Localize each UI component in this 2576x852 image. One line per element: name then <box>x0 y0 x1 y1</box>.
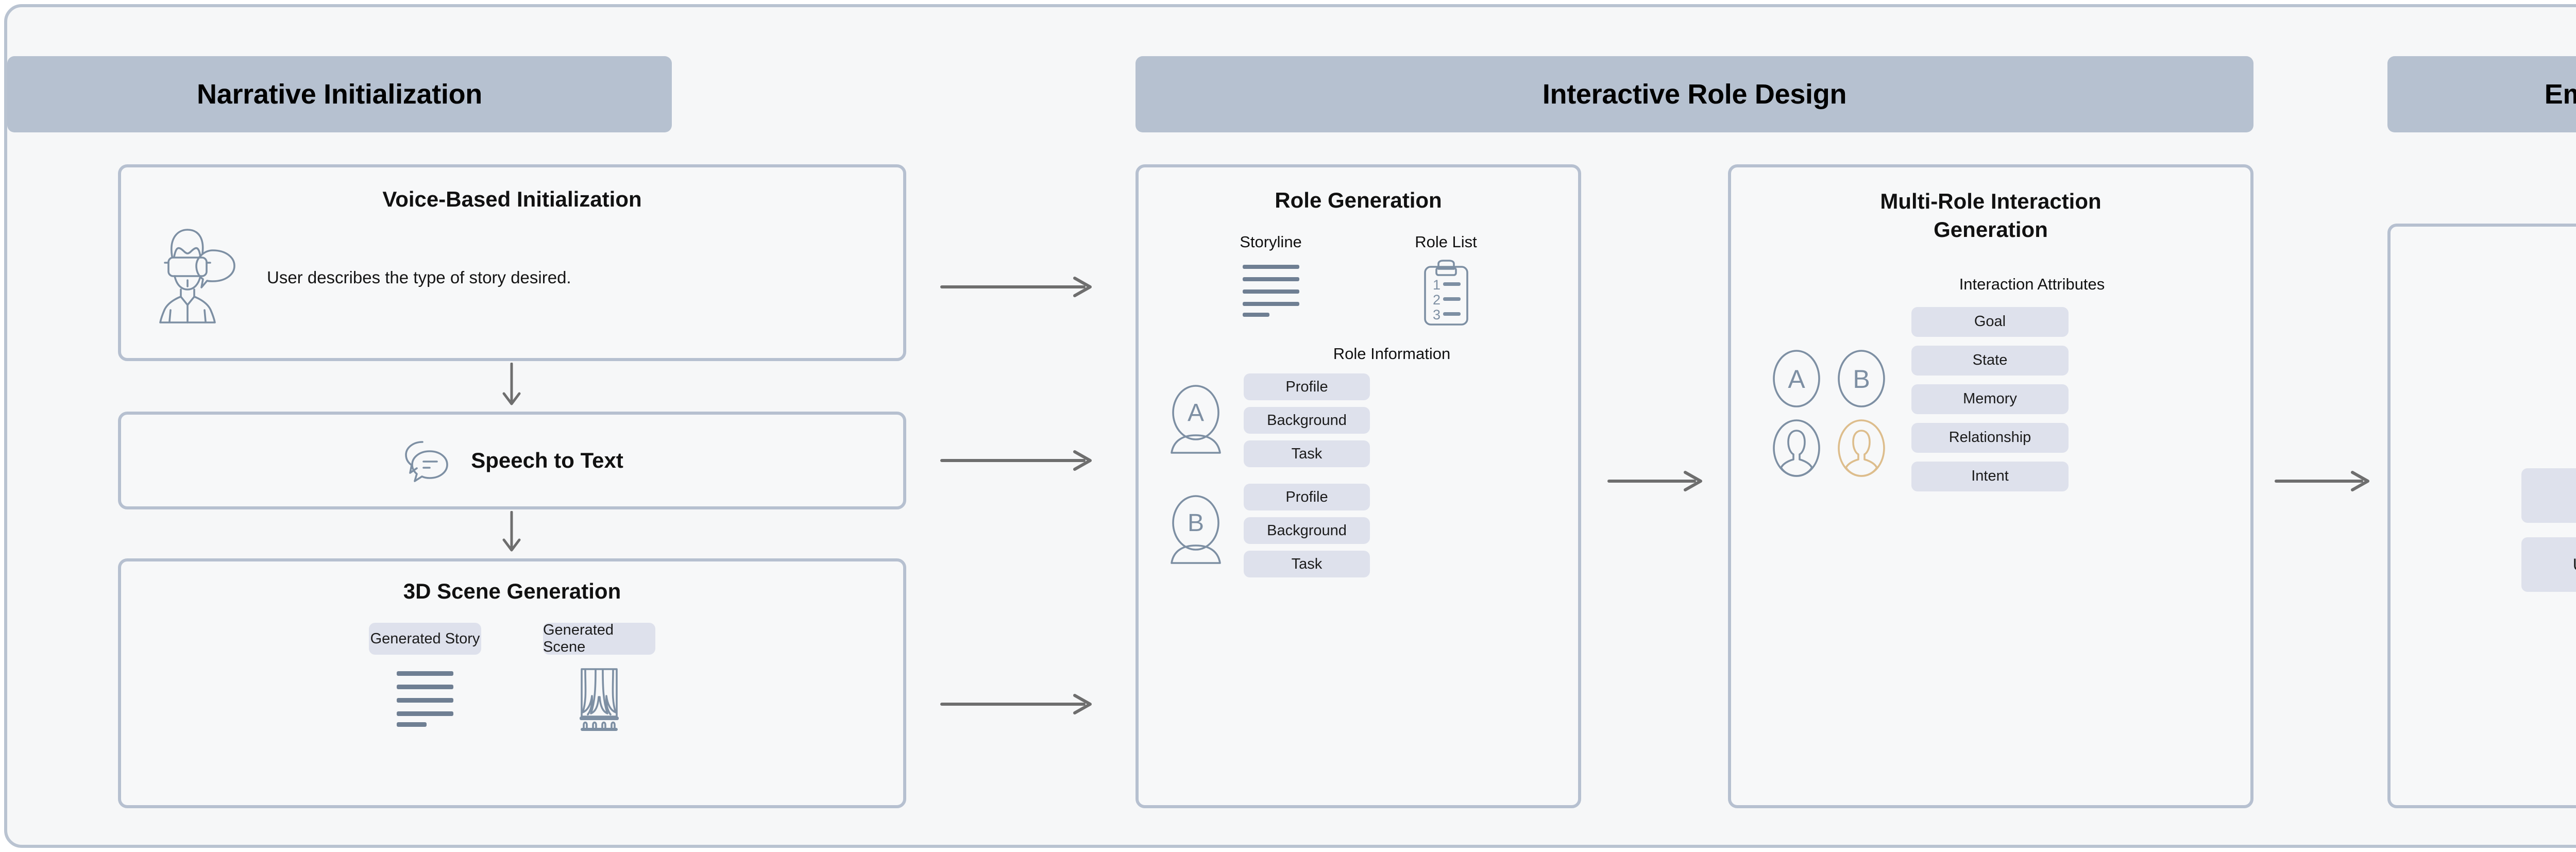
svg-text:2: 2 <box>1433 292 1440 308</box>
label-role-information: Role Information <box>1333 345 1451 363</box>
theater-stage-icon <box>568 666 630 734</box>
interaction-attribute-list: Goal State Memory Relationship Intent <box>1911 306 2069 491</box>
flow-arrow-vertical-1 <box>499 363 524 410</box>
pill-role-b-profile[interactable]: Profile <box>1244 484 1370 511</box>
pill-immersive-experience-stories[interactable]: Immersive Experience Stories <box>2521 468 2576 523</box>
column-header-label: Embodied Comprehension <box>2544 79 2576 110</box>
pill-role-a-profile[interactable]: Profile <box>1244 373 1370 401</box>
panel-title-voice-based-initialization: Voice-Based Initialization <box>382 187 642 211</box>
panel-title-role-generation: Role Generation <box>1275 188 1442 212</box>
pill-generated-story[interactable]: Generated Story <box>369 623 481 655</box>
pill-role-b-background[interactable]: Background <box>1244 517 1370 544</box>
svg-text:1: 1 <box>1433 277 1440 293</box>
pill-label: Memory <box>1963 390 2017 407</box>
pill-label: Intent <box>1971 468 2009 485</box>
avatar-b-icon: B <box>1165 494 1226 568</box>
pill-label: Profile <box>1285 378 1328 395</box>
panel-title-multi-role-line1: Multi-Role Interaction <box>1880 189 2102 213</box>
avatar-cluster: A B <box>1731 307 1911 491</box>
flow-arrow-horizontal-3 <box>940 692 1099 716</box>
text-lines-icon <box>1241 263 1301 321</box>
flow-arrow-vertical-2 <box>499 511 524 556</box>
flow-arrow-horizontal-2 <box>940 449 1099 472</box>
role-switch-avatars-icon: A B <box>2560 273 2576 425</box>
svg-text:A: A <box>1188 399 1204 427</box>
pill-label: Generated Story <box>370 630 480 647</box>
pill-generated-scene[interactable]: Generated Scene <box>543 622 655 656</box>
pill-label: Goal <box>1974 313 2006 330</box>
panel-role-generation: Role Generation Storyline Role List <box>1136 164 1581 808</box>
pill-label: Generated Scene <box>543 622 614 656</box>
svg-text:3: 3 <box>1433 307 1440 322</box>
panel-title-multi-role-line2: Generation <box>1934 217 2048 242</box>
column-header-label: Narrative Initialization <box>197 79 482 110</box>
avatar-a-icon: A <box>1768 348 1825 412</box>
pill-understanding-by-acting-different-roles[interactable]: Understanding By Acting Different Roles <box>2521 537 2576 592</box>
pill-label: Understanding By Acting Different Roles <box>2573 555 2576 574</box>
pill-label: Background <box>1267 412 1347 429</box>
avatar-person-gray-icon <box>1768 417 1825 482</box>
pipeline-diagram: Narrative Initialization Voice-Based Ini… <box>4 4 2576 848</box>
column-header-narrative-initialization: Narrative Initialization <box>7 56 672 132</box>
column-header-embodied-comprehension: Embodied Comprehension <box>2387 56 2576 132</box>
panel-embodied-comprehension: A B Role Switch + Event Target Immersive… <box>2387 224 2576 808</box>
voice-description: User describes the type of story desired… <box>267 267 571 287</box>
speech-bubbles-icon <box>401 436 450 486</box>
avatar-a-icon: A <box>1165 384 1226 457</box>
pill-role-b-task[interactable]: Task <box>1244 551 1370 578</box>
pill-attribute-relationship[interactable]: Relationship <box>1911 422 2069 453</box>
avatar-person-tan-icon <box>1833 417 1890 482</box>
panel-voice-based-initialization: Voice-Based Initialization <box>118 164 906 361</box>
flow-arrow-horizontal-1 <box>940 275 1099 299</box>
role-row-a: A Profile Background Task <box>1139 373 1578 468</box>
column-header-interactive-role-design: Interactive Role Design <box>1136 56 2253 132</box>
role-row-b: B Profile Background Task <box>1139 484 1578 578</box>
label-storyline: Storyline <box>1240 233 1302 251</box>
flow-arrow-horizontal-5 <box>2274 469 2377 493</box>
svg-text:A: A <box>1788 365 1805 394</box>
svg-text:B: B <box>1188 509 1204 537</box>
panel-multi-role-interaction-generation: Multi-Role Interaction Generation Intera… <box>1728 164 2253 808</box>
pill-label: State <box>1972 352 2008 369</box>
clipboard-list-icon: 1 2 3 <box>1416 260 1477 330</box>
panel-speech-to-text: Speech to Text <box>118 412 906 509</box>
pill-label: Task <box>1291 445 1323 462</box>
pill-label: Profile <box>1285 488 1328 505</box>
pill-attribute-intent[interactable]: Intent <box>1911 461 2069 491</box>
flow-arrow-horizontal-4 <box>1607 469 1710 493</box>
svg-text:B: B <box>1853 365 1870 394</box>
label-interaction-attributes: Interaction Attributes <box>1959 275 2105 293</box>
pill-label: Relationship <box>1948 429 2031 446</box>
pill-attribute-goal[interactable]: Goal <box>1911 306 2069 337</box>
pill-role-a-background[interactable]: Background <box>1244 407 1370 434</box>
vr-user-speaking-icon <box>148 225 238 330</box>
avatar-b-icon: B <box>1833 348 1890 412</box>
panel-3d-scene-generation: 3D Scene Generation Generated Story <box>118 558 906 808</box>
label-role-list: Role List <box>1415 233 1477 251</box>
panel-title-3d-scene-generation: 3D Scene Generation <box>403 579 621 603</box>
pill-role-a-task[interactable]: Task <box>1244 440 1370 468</box>
pill-attribute-memory[interactable]: Memory <box>1911 384 2069 414</box>
pill-label: Task <box>1291 555 1323 572</box>
column-header-label: Interactive Role Design <box>1542 79 1847 110</box>
pill-attribute-state[interactable]: State <box>1911 345 2069 376</box>
panel-title-speech-to-text: Speech to Text <box>471 448 623 473</box>
pill-label: Background <box>1267 522 1347 539</box>
text-lines-icon <box>392 668 459 732</box>
